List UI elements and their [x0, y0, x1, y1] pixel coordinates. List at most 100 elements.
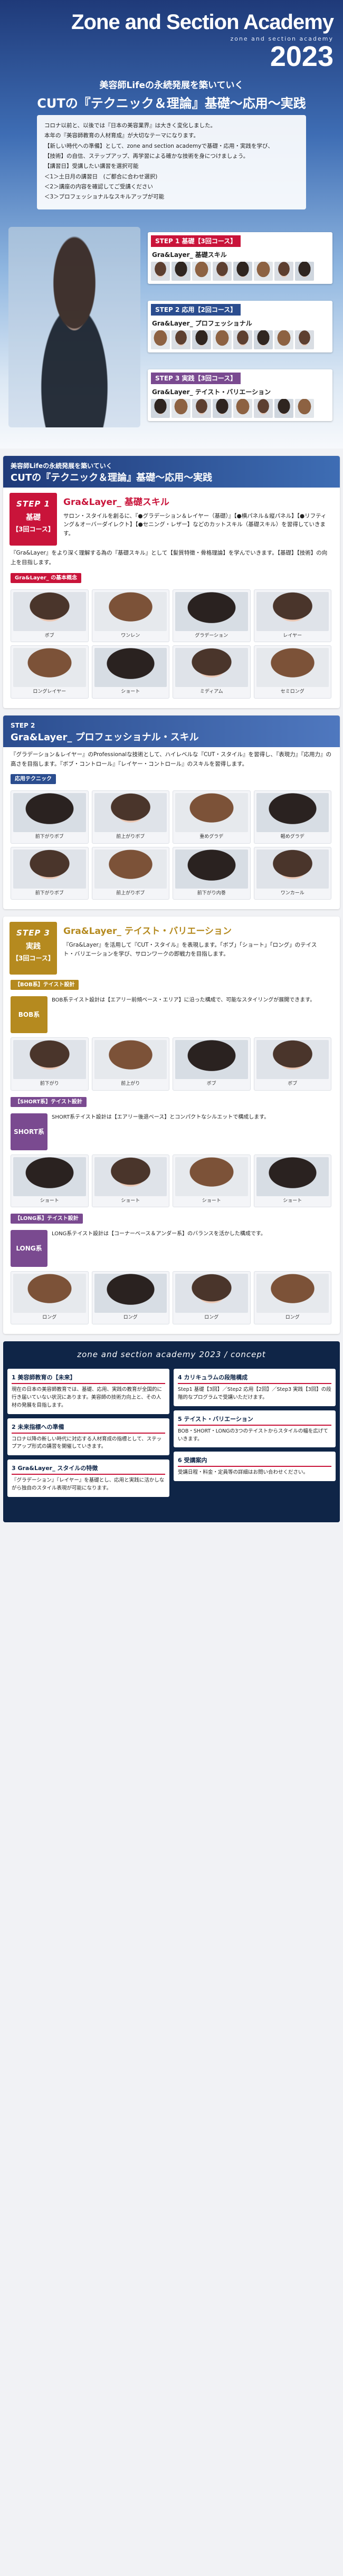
style-photo [256, 793, 329, 833]
concept-heading: 3 Gra&Layer_ スタイルの特徴 [12, 1464, 165, 1475]
style-caption: 前上がりボブ [116, 834, 145, 840]
short-tag: 【SHORT系】テイスト設計 [11, 1096, 87, 1107]
bob-grid: 前下がり 前上がり ボブ ボブ [11, 1037, 332, 1091]
step2-section: STEP 2 Gra&Layer_ プロフェッショナル・スキル 『グラデーション… [3, 715, 340, 910]
badge-step: STEP 1 [16, 499, 50, 509]
style-thumb [172, 262, 190, 281]
step2-card-label: Gra&Layer_ プロフェッショナル [152, 320, 252, 327]
style-photo [13, 1157, 86, 1196]
step2-thumbs [151, 330, 329, 349]
style-caption: 前下がりボブ [35, 890, 64, 896]
intro-line: 本年の『美容師教育の人材育成』が大切なテーマになります。 [44, 132, 199, 139]
style-photo [175, 1040, 248, 1080]
style-cell: 前下がりボブ [11, 790, 89, 844]
concept-heading: 5 テイスト・バリエーション [178, 1415, 331, 1426]
concept-text: 受講日程・料金・定員等の詳細はお問い合わせください。 [178, 1470, 309, 1476]
style-photo [94, 793, 167, 833]
step-heading: Gra&Layer_ 基礎スキル [63, 497, 169, 508]
hero-lead-small: 美容師Lifeの永続発展を築いていく [99, 80, 244, 91]
intro-line: 【新しい時代への準備】として、zone and section academyで… [44, 142, 274, 149]
concept-text: コロナ以降の新しい時代に対応する人材育成の指標として、ステップアップ形式の講習を… [12, 1436, 162, 1450]
site-title: Zone and Section Academy [71, 11, 334, 34]
style-caption: レイヤー [283, 633, 302, 638]
site-subtitle: zone and section academy [230, 35, 334, 42]
style-caption: ボブ [206, 1081, 216, 1087]
style-thumb [233, 262, 252, 281]
style-thumb [274, 399, 293, 418]
intro-line: ＜1＞土日月の講習日 (ご都合に合わせ選択) [44, 173, 158, 180]
step-heading: Gra&Layer_ テイスト・バリエーション [63, 926, 232, 937]
style-cell: 軽めグラデ [253, 790, 331, 844]
style-cell: グラデーション [173, 589, 251, 643]
step1-paragraph: 『Gra&Layer』をより深く理解する為の『基礎スキル』として【髪質特徴・骨格… [11, 550, 328, 566]
step1-card[interactable]: STEP 1 基礎【3回コース】 Gra&Layer_ 基礎スキル [148, 232, 332, 284]
bob-tag: 【BOB系】テイスト設計 [11, 980, 79, 990]
section-title: Gra&Layer_ プロフェッショナル・スキル [11, 731, 199, 743]
style-photo [256, 1157, 329, 1196]
style-cell: 前下がり内巻 [173, 846, 251, 900]
row-label: BOB系 [11, 996, 47, 1034]
style-photo [13, 591, 86, 631]
concept-block: 6 受講案内受講日程・料金・定員等の詳細はお問い合わせください。 [174, 1452, 336, 1482]
style-photo [175, 793, 248, 833]
badge-course: 【3回コース】 [12, 525, 54, 533]
style-cell: ロング [11, 1271, 89, 1324]
step2-card[interactable]: STEP 2 応用【2回コース】 Gra&Layer_ プロフェッショナル [148, 301, 332, 352]
badge-course: 【3回コース】 [12, 954, 54, 962]
style-photo [13, 1040, 86, 1080]
step1-band: 美容師Lifeの永続発展を築いていく CUTの『テクニック＆理論』基礎〜応用〜実… [3, 456, 340, 488]
badge-level: 基礎 [26, 513, 41, 522]
concept-text: 現在の日本の美容師教育では、基礎、応用、実践の教育が全国的に行き届いていない状況… [12, 1387, 163, 1408]
intro-line: 【技術】の自信、ステップアップ、再学習による確かな技術を身につけましょう。 [44, 152, 249, 159]
concept-block: 2 未来指標への準備コロナ以降の新しい時代に対応する人材育成の指標として、ステッ… [7, 1418, 169, 1456]
step1-style-grid: ボブ ワンレン グラデーション レイヤー ロングレイヤー ショート ミディアム … [11, 589, 332, 699]
section-title: CUTの『テクニック＆理論』基礎〜応用〜実践 [11, 472, 213, 483]
style-thumb [172, 399, 190, 418]
style-photo [94, 1157, 167, 1196]
style-thumb [192, 399, 211, 418]
step1-section: 美容師Lifeの永続発展を築いていく CUTの『テクニック＆理論』基礎〜応用〜実… [3, 456, 340, 708]
style-cell: レイヤー [253, 589, 331, 643]
concept-heading: 1 美容師教育の【未来】 [12, 1373, 165, 1385]
concept-title: zone and section academy 2023 / concept [77, 1349, 266, 1359]
style-thumb [213, 399, 232, 418]
style-photo [13, 849, 86, 889]
style-cell: ボブ [173, 1037, 251, 1091]
style-cell: ロング [173, 1271, 251, 1324]
style-cell: ショート [91, 645, 169, 699]
concept-text: 『グラデーション』『レイヤー』を基礎とし、応用と実践に活かしながら独自のスタイル… [12, 1477, 165, 1491]
style-cell: ミディアム [173, 645, 251, 699]
style-photo [13, 1274, 86, 1313]
style-cell: ロング [253, 1271, 331, 1324]
short-grid: ショート ショート ショート ショート [11, 1154, 332, 1208]
section-kicker: 美容師Lifeの永続発展を築いていく [11, 462, 112, 470]
style-photo [256, 1274, 329, 1313]
concept-heading: 2 未来指標への準備 [12, 1423, 165, 1434]
style-thumb [233, 399, 252, 418]
intro-line: ＜3＞プロフェッショナルなスキルアップが可能 [44, 194, 165, 201]
model-photo [8, 227, 140, 427]
step1-desc: Gra&Layer_ 基礎スキル サロン・スタイルを創るに、『●グラデーション＆… [57, 493, 334, 546]
style-photo [175, 1274, 248, 1313]
style-photo [175, 591, 248, 631]
style-thumb [254, 262, 273, 281]
hero-lead-large: CUTの『テクニック＆理論』基礎〜応用〜実践 [37, 96, 306, 111]
step-body: サロン・スタイルを創るに、『●グラデーション＆レイヤー（基礎）』【●横パネル＆縦… [63, 512, 327, 537]
step1-tag: Gra&Layer_ の基本概念 [11, 573, 82, 583]
step1-card-head: STEP 1 基礎【3回コース】 [151, 235, 241, 247]
style-cell: 前上がりボブ [91, 790, 169, 844]
style-cell: ワンカール [253, 846, 331, 900]
section-kicker: STEP 2 [11, 721, 35, 729]
style-thumb [274, 262, 293, 281]
style-cell: ロングレイヤー [11, 645, 89, 699]
step3-card[interactable]: STEP 3 実践【3回コース】 Gra&Layer_ テイスト・バリエーション [148, 369, 332, 421]
style-thumb [213, 262, 232, 281]
badge-step: STEP 3 [16, 928, 50, 938]
step3-thumbs [151, 399, 329, 418]
style-cell: ワンレン [91, 589, 169, 643]
style-caption: 重めグラデ [199, 834, 224, 840]
style-caption: ショート [202, 1198, 221, 1204]
style-photo [13, 793, 86, 833]
